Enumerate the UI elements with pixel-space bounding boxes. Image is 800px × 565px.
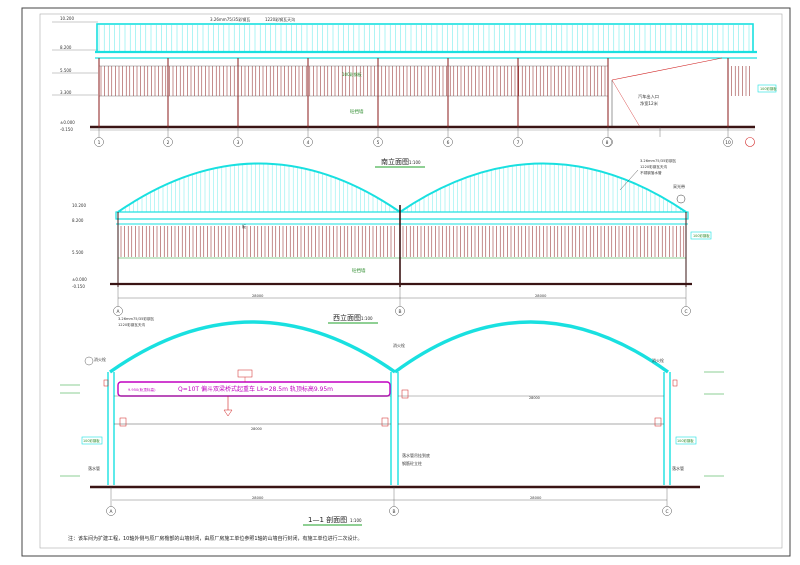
section-dim-right: 28000 [530, 496, 542, 500]
section-side-right: 100彩钢板 [677, 438, 694, 443]
south-base-label: 砼挡墙 [350, 108, 364, 115]
level-label: 10.200 [60, 16, 74, 21]
section-pile-note-1: 落水管吊挂到底 [402, 452, 430, 458]
section-columns [107, 372, 671, 485]
south-gate-label: 汽车出入口 [638, 93, 659, 100]
section-column-details [103, 379, 678, 427]
west-dim-right: 28000 [535, 294, 547, 298]
section-gutter-note: 1220彩钢瓦天沟 [118, 322, 146, 327]
axis-bubble [443, 137, 453, 147]
south-axis-label: 5 [377, 140, 380, 146]
south-roof-hatch [98, 25, 750, 51]
section-axis-bubbles: A B C [106, 487, 672, 516]
south-roof-band [96, 23, 754, 53]
level-label: -0.150 [60, 127, 73, 132]
section-fire-left: 消火栓 [94, 356, 106, 362]
south-roof-note: 3.26mm75/35彩钢瓦 [210, 16, 250, 22]
south-wall-louvers [99, 65, 750, 97]
south-elevation-scale: 1:100 [409, 160, 421, 165]
level-label: 10.200 [72, 203, 86, 208]
west-drain-note: 不锈钢落水管 [640, 170, 662, 175]
section-arch-right [393, 320, 669, 374]
section-roof-note: 3.26mm75/35彩钢瓦 [118, 316, 155, 321]
section-dim-left: 28000 [252, 496, 264, 500]
axis-bubble [94, 137, 104, 147]
south-axis-bubbles: 1 2 3 4 5 6 7 8 10 [94, 58, 755, 147]
rail-level-label: 9.950(轨顶标高) [128, 387, 156, 392]
axis-bubble [233, 137, 243, 147]
south-axis-label: 10 [725, 140, 731, 146]
section-dim-inner-right: 28000 [529, 396, 540, 400]
south-elevation-title: 南立面图 [381, 157, 409, 166]
south-panel-label: 100彩钢板 [342, 71, 362, 77]
level-label: -0.150 [72, 284, 85, 289]
section-axis-label: C [665, 509, 668, 515]
sheet-border-outer [21, 7, 791, 557]
section-fire-mid: 消火栓 [393, 342, 405, 348]
section-title: 1—1 剖面图 [308, 515, 347, 524]
level-label: 8.200 [72, 218, 84, 223]
west-roof-note: 3.26mm75/35彩钢瓦 [640, 158, 677, 163]
south-side-label: 100彩钢板 [760, 86, 777, 91]
section-axis-label: B [392, 509, 395, 515]
axis-bubble-extra [745, 137, 755, 147]
south-axis-label: 6 [447, 140, 450, 146]
south-axis-label: 3 [237, 140, 240, 146]
section-axis-label: A [109, 509, 112, 515]
south-gutter-note: 1220彩钢瓦天沟 [265, 16, 295, 22]
section-level-markers [60, 371, 724, 477]
west-level-markers: 10.200 8.200 5.500 ±0.000 -0.150 [72, 203, 87, 289]
axis-bubble [602, 137, 612, 147]
section-1-1: 3.26mm75/35彩钢瓦 1220彩钢瓦天沟 Q=10T 偏斗双梁桥式起重车… [60, 316, 724, 526]
section-drain-left: 落水管 [88, 465, 100, 471]
axis-bubble [723, 137, 733, 147]
section-side-left: 100彩钢板 [83, 438, 100, 443]
south-axis-label: 2 [167, 140, 170, 146]
south-elevation: 10.200 8.200 5.500 3.300 ±0.000 -0.150 3… [52, 16, 777, 168]
west-axis-label: C [684, 309, 687, 315]
level-label: 5.500 [72, 250, 84, 255]
south-level-markers: 10.200 8.200 5.500 3.300 ±0.000 -0.150 [60, 16, 75, 132]
west-elevation-title: 西立面图 [333, 313, 361, 322]
west-wall-louvers [120, 226, 685, 257]
west-axis-bubbles: A B C [113, 287, 691, 316]
section-scale: 1:100 [350, 518, 362, 523]
section-fire-right: 消火栓 [652, 357, 664, 363]
level-label: ±0.000 [60, 120, 75, 125]
level-label: 3.300 [60, 90, 72, 95]
west-axis-label: B [398, 309, 401, 315]
west-elevation: 板 砼挡墙 100彩钢板 3.26mm75/35彩钢瓦 1220彩钢瓦天沟 不锈… [72, 158, 712, 324]
south-axis-label: 1 [98, 140, 101, 146]
west-arch-hatch [120, 163, 685, 212]
level-label: 8.200 [60, 45, 72, 50]
south-axis-label: 4 [307, 140, 310, 146]
section-drain-right: 落水管 [672, 465, 684, 471]
west-arch-right [399, 162, 687, 213]
section-dim-inner-left: 28000 [251, 427, 262, 431]
west-arch-left [117, 162, 401, 213]
south-axis-label: 8 [606, 140, 609, 146]
west-dim-left: 28000 [252, 294, 264, 298]
sheet-border-inner [39, 13, 783, 549]
axis-bubble [163, 137, 173, 147]
axis-bubble [373, 137, 383, 147]
level-label: ±0.000 [72, 277, 87, 282]
axis-bubble [303, 137, 313, 147]
west-mid-label: 板 [242, 223, 246, 229]
level-label: 5.500 [60, 68, 72, 73]
south-gate-width: 净宽12米 [640, 100, 659, 107]
axis-bubble [513, 137, 523, 147]
west-base-label: 砼挡墙 [352, 267, 366, 274]
south-axis-label: 7 [517, 140, 520, 146]
west-axis-label: A [116, 309, 119, 315]
west-elevation-scale: 1:100 [361, 316, 373, 321]
footnote: 注：该车间为扩建工程，10轴外侧与原厂房檐部的山墙封闭，由原厂房施工单位参照1轴… [68, 535, 363, 542]
crane-spec: Q=10T 偏斗双梁桥式起重车 Lk=28.5m 轨顶标高9.95m [178, 385, 333, 393]
section-arch-left [109, 320, 396, 374]
west-panel-label: 100彩钢板 [693, 233, 710, 238]
west-light-label: 采光带 [673, 183, 685, 189]
west-gutter-note: 1220彩钢瓦天沟 [640, 164, 668, 169]
section-pile-note-2: 钢筋砼立柱 [402, 460, 422, 466]
